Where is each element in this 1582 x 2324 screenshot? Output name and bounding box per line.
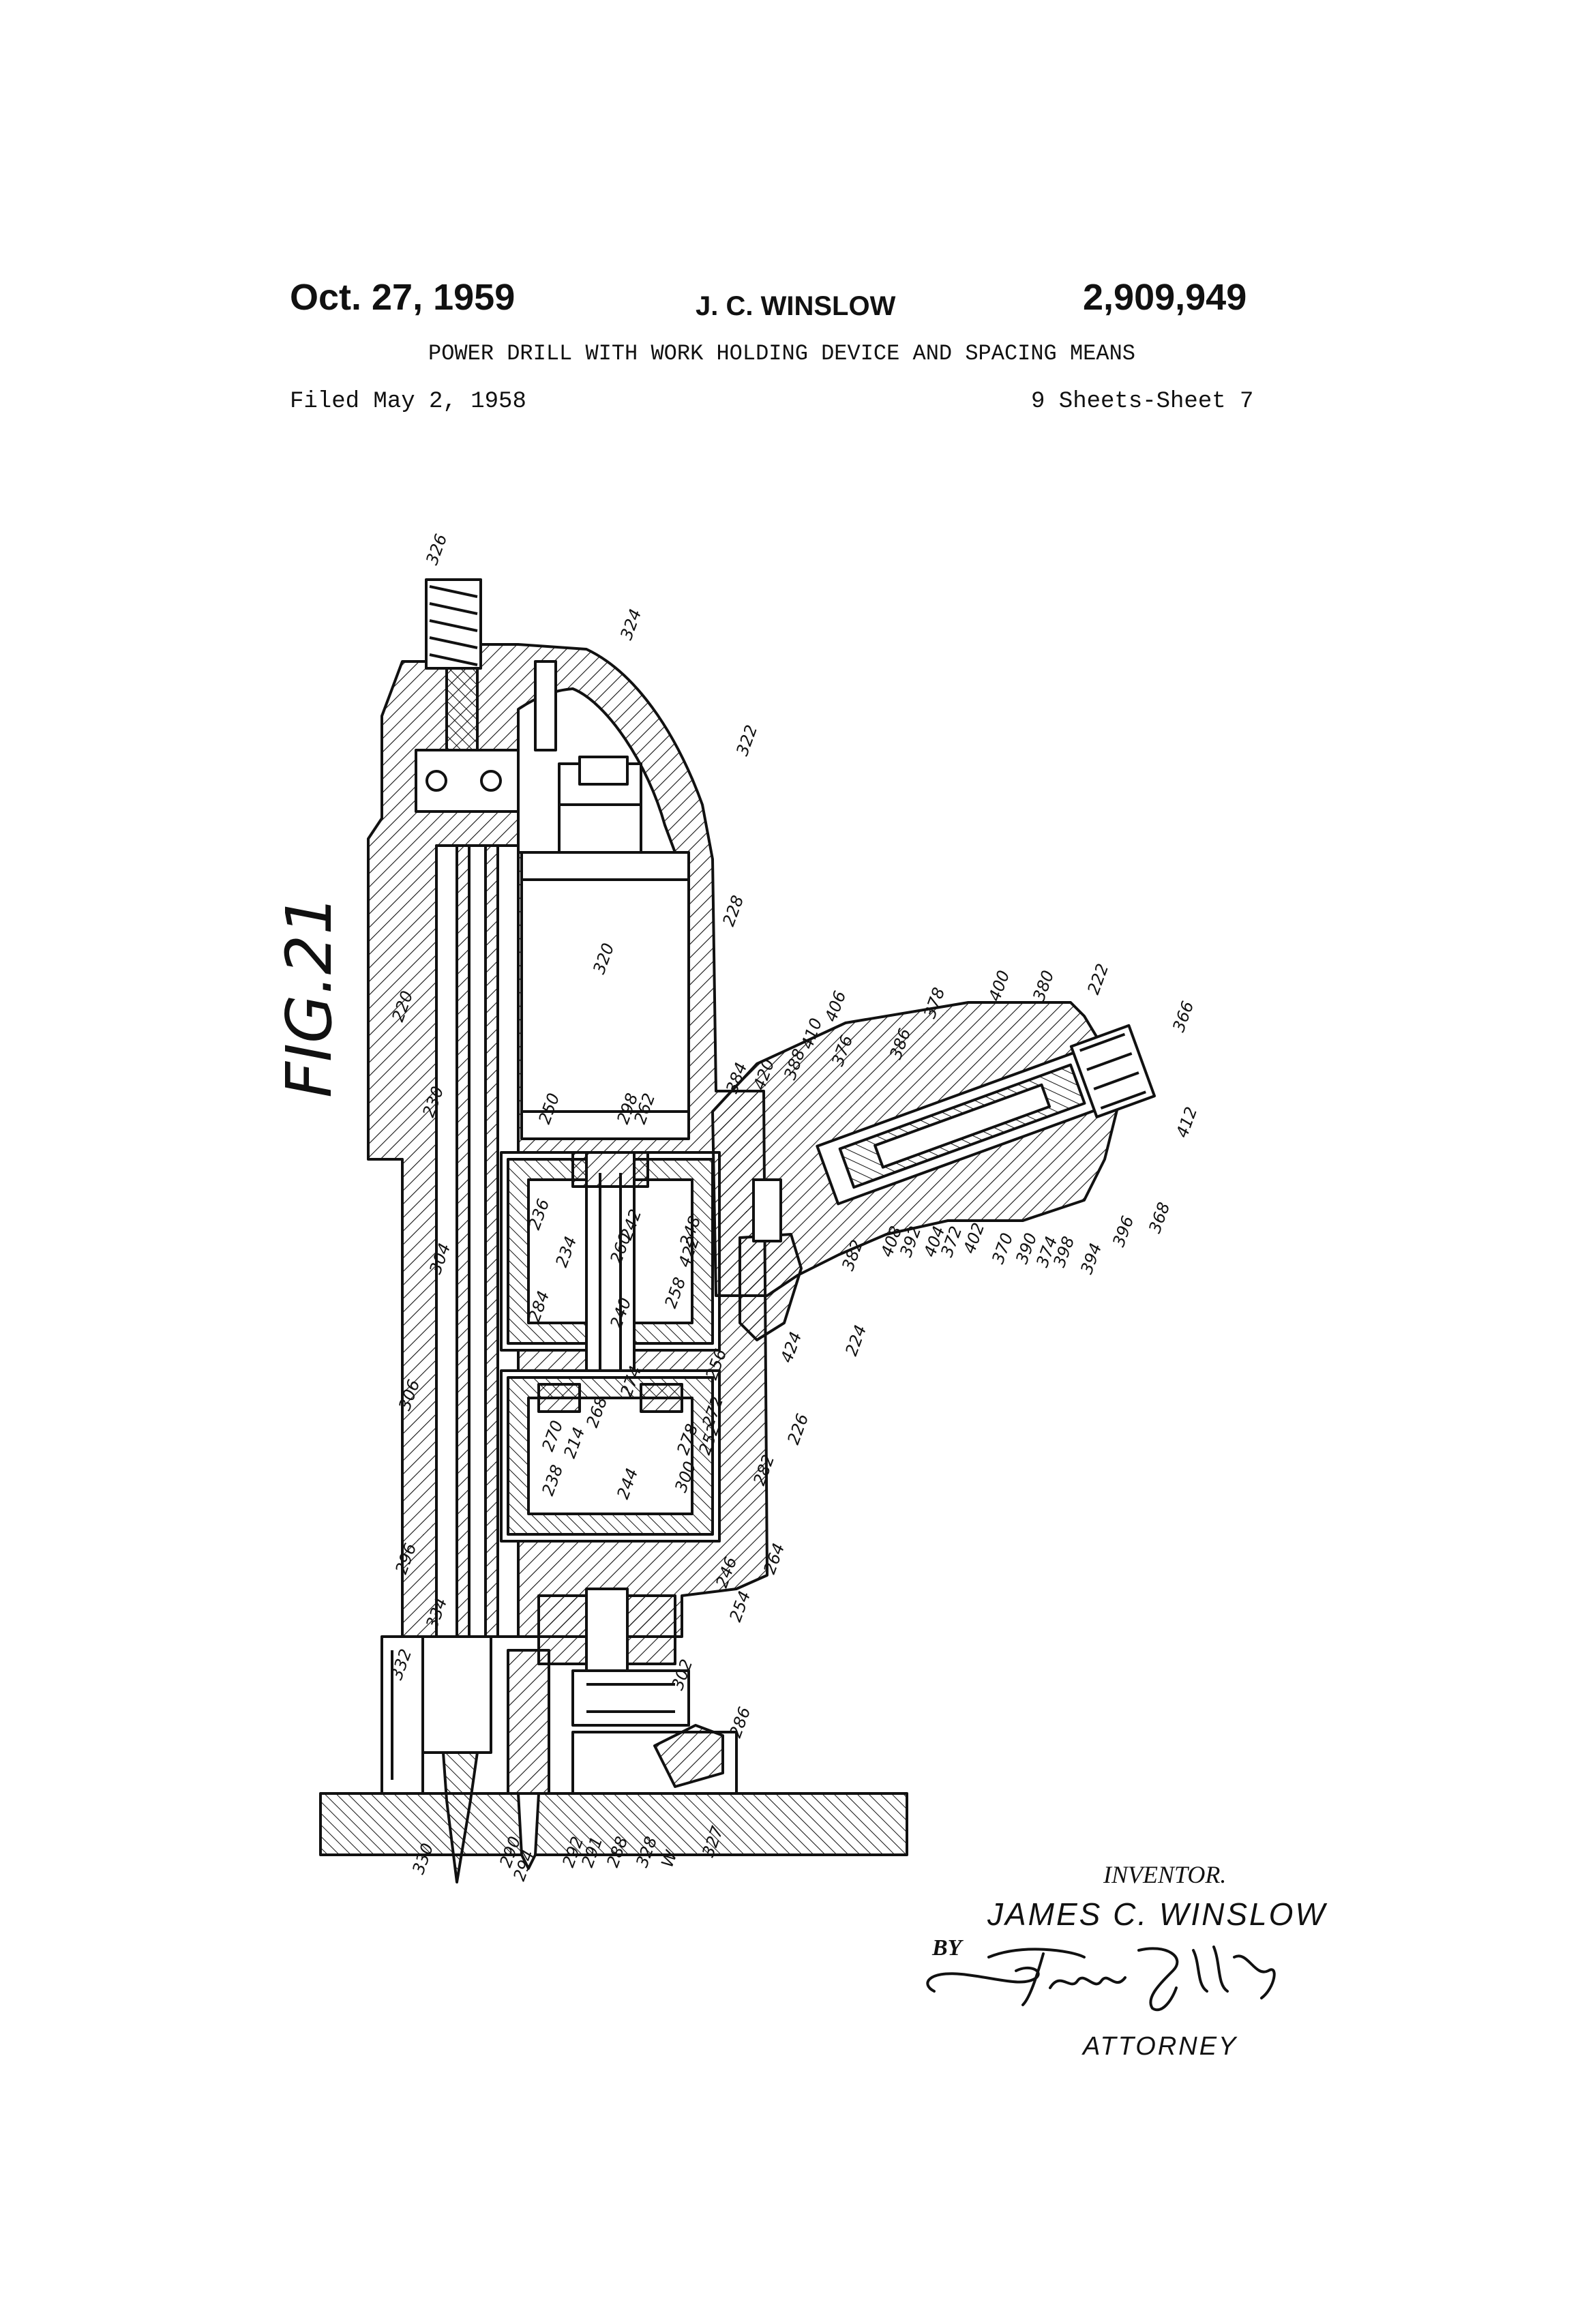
ref-numeral-286: 286	[726, 1704, 754, 1740]
ref-numeral-424: 424	[777, 1329, 805, 1365]
ref-numeral-226: 226	[783, 1411, 812, 1447]
drill-chuck	[423, 1637, 491, 1753]
ref-numeral-222: 222	[1084, 961, 1112, 997]
ref-numeral-380: 380	[1029, 968, 1058, 1004]
ref-numeral-224: 224	[841, 1322, 870, 1358]
attorney-label: ATTORNEY	[1083, 2032, 1238, 2061]
ref-numeral-406: 406	[821, 988, 850, 1024]
ref-numeral-368: 368	[1145, 1200, 1174, 1236]
ref-numeral-326: 326	[422, 531, 451, 567]
ref-numeral-324: 324	[616, 606, 645, 642]
ref-numeral-228: 228	[719, 893, 747, 929]
ref-numeral-400: 400	[985, 968, 1013, 1004]
ref-numeral-322: 322	[732, 722, 761, 758]
ref-numeral-254: 254	[726, 1588, 754, 1624]
ref-numeral-370: 370	[988, 1230, 1017, 1266]
spacer-pin	[508, 1650, 549, 1793]
ref-numeral-402: 402	[959, 1220, 988, 1256]
ref-numeral-412: 412	[1172, 1104, 1201, 1140]
ref-numeral-366: 366	[1169, 998, 1197, 1034]
attorney-signature	[914, 1923, 1296, 2025]
trigger	[740, 1234, 801, 1340]
ref-numeral-396: 396	[1109, 1213, 1137, 1249]
inventor-label: INVENTOR.	[1103, 1860, 1226, 1889]
ref-numeral-394: 394	[1077, 1240, 1105, 1277]
